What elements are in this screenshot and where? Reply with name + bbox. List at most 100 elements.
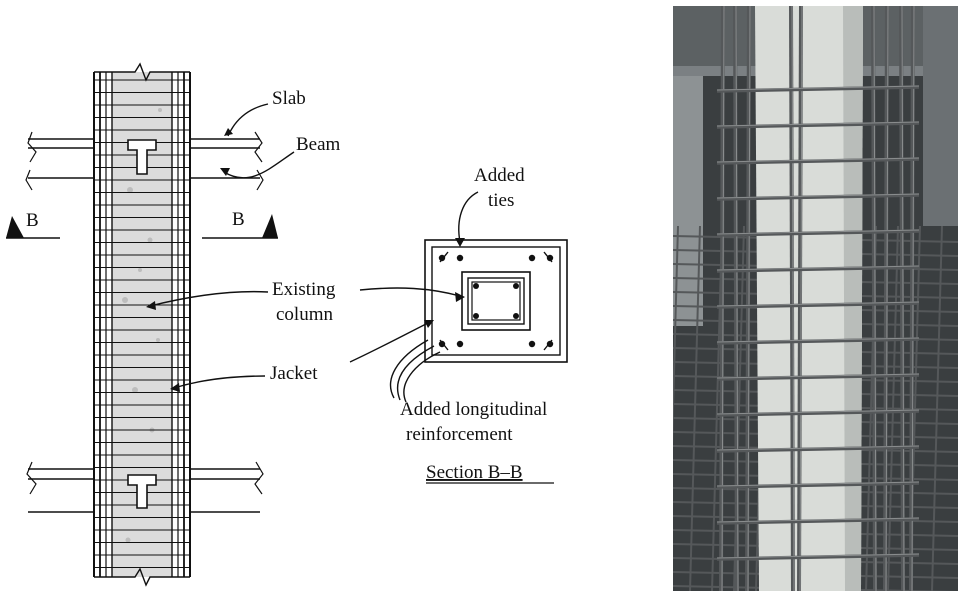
photo-tie [716,337,920,345]
slab-arrow [224,128,233,136]
photo-tie [716,265,920,273]
added-longitudinal-bar [528,340,536,348]
vertical-bar [789,6,795,591]
vertical-bar-highlight [799,6,803,591]
section-bb [424,239,568,363]
vertical-bar [899,6,905,591]
existing-section-arrow [455,292,465,302]
added-longitudinal-bar [456,340,464,348]
photo-tie-highlight [716,409,920,415]
photo-tie [716,229,920,237]
section-title: Section B–B [426,462,523,483]
existing-leader [149,290,269,307]
vertical-bar [733,6,739,591]
vertical-bar [745,6,751,591]
existing-column-bar [473,283,479,289]
added-longitudinal-bar [438,254,446,262]
label-added-long-line1: Added longitudinal [400,399,547,420]
section-mark-left-label: B [26,210,39,231]
section-mark-right-label: B [232,209,245,230]
photo-tie [716,553,920,561]
vertical-bar [883,6,889,591]
vertical-bar [719,6,725,591]
label-added-ties-line2: ties [488,190,514,211]
photo-tie [716,517,920,525]
jacketing-drawing: B B Slab Beam Existing column Jacket [6,62,568,587]
vertical-bar-highlight [735,6,739,591]
mesh-bar [689,225,701,591]
photo-tie-highlight [716,229,920,235]
photo-tie [716,373,920,381]
section-mark-right: B [202,209,278,239]
photo-tie-highlight [716,481,920,487]
label-slab: Slab [272,88,306,109]
lower-slab-beam-right [190,461,264,513]
label-added-long-line2: reinforcement [406,424,513,445]
background-right-column [923,6,958,226]
jacket-section-arrow [424,320,434,328]
photo-tie [716,481,920,489]
photo-tie [716,85,920,93]
existing-column-texture [122,108,162,543]
label-jacket: Jacket [270,363,318,384]
vertical-bar-highlight [791,6,795,591]
existing-column-bar [473,313,479,319]
photo-tie [716,445,920,453]
vertical-bar [797,6,803,591]
photo-tie-highlight [716,85,920,91]
photo-tie-highlight [716,193,920,199]
photo-tie [716,121,920,129]
jacket-vertical-bars [719,6,915,591]
existing-column-bar [513,313,519,319]
photo-tie [716,157,920,165]
jacket-leader [173,375,266,389]
vertical-bar-highlight [911,6,915,591]
section-longitudinal-bars [438,254,554,348]
photo-tie-highlight [716,517,920,523]
added-longitudinal-bar [438,340,446,348]
vertical-bar [909,6,915,591]
photo-tie-highlight [716,553,920,559]
beam-section-top [127,139,157,175]
photo-tie-highlight [716,301,920,307]
photo-tie-highlight [716,265,920,271]
mesh-bar [931,225,943,591]
lower-slab-beam-left [26,461,94,513]
jacketing-photo [673,6,958,591]
beam-section-bottom [127,474,157,509]
jacket-section-leader [349,321,431,363]
added-longitudinal-bar [546,340,554,348]
photo-tie-highlight [716,373,920,379]
vertical-bar-highlight [747,6,751,591]
vertical-bar-highlight [873,6,877,591]
existing-arrow [146,301,156,310]
existing-column-bar [513,283,519,289]
label-beam: Beam [296,134,341,155]
vertical-bar [871,6,877,591]
photo-tie-highlight [716,445,920,451]
concrete-column [755,6,863,591]
beam-leader [223,151,295,179]
label-existing-line1: Existing [272,279,336,300]
label-added-ties-line1: Added [474,165,525,186]
vertical-bar-highlight [901,6,905,591]
jacket-arrow [170,383,180,392]
section-mark-left: B [6,210,60,239]
photo-tie-highlight [716,157,920,163]
mesh-bar [887,225,899,591]
label-existing-line2: column [276,304,333,325]
jacket-ties-photo [716,85,920,561]
vertical-bar-highlight [721,6,725,591]
added-ties-leader [458,191,479,243]
upper-slab-beam-right [190,131,264,191]
added-long-leader-3 [403,351,441,403]
photo-tie [716,409,920,417]
added-ties-arrow [455,238,465,247]
concrete-column-shadow [843,6,863,591]
photo-tie-highlight [716,337,920,343]
added-longitudinal-bar [546,254,554,262]
existing-section-leader [359,287,461,297]
mesh-bar [673,225,679,446]
upper-slab-beam-left [25,131,94,191]
